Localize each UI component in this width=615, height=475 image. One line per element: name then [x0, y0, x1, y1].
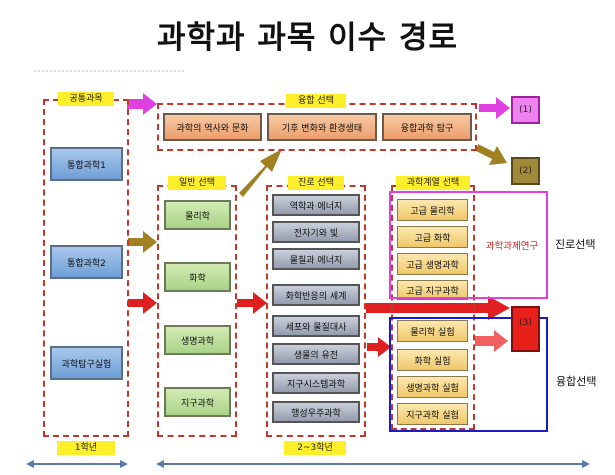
- career-subject-8: 행성우주과학: [272, 401, 360, 423]
- arrow-common-to-general-red: [128, 292, 157, 314]
- arrow-lab-to-3: [475, 330, 508, 352]
- research-label: 과학과제연구: [485, 241, 539, 252]
- arrow-general-to-fusion: [239, 149, 282, 197]
- outcome-3: (3): [511, 306, 540, 352]
- common-label: 공통과목: [58, 92, 114, 106]
- career-choice-frame: [389, 191, 548, 299]
- lab-subject-1: 물리학 실험: [397, 320, 468, 342]
- fusion-subject-1: 과학의 역사와 문화: [163, 113, 262, 141]
- lab-subject-4: 지구과학 실험: [397, 403, 468, 425]
- common-subject-3: 과학탐구실험: [50, 346, 123, 380]
- lab-subject-2: 화학 실험: [397, 349, 468, 371]
- general-subject-3: 생명과학: [164, 325, 231, 355]
- arrow-common-to-fusion: [127, 93, 157, 115]
- career-label: 진로 선택: [288, 176, 344, 190]
- grade1-label: 1학년: [57, 441, 115, 455]
- common-subject-1: 통합과학1: [50, 147, 123, 181]
- arrow-career-to-3: [366, 296, 510, 320]
- career-subject-4: 화학반응의 세계: [272, 284, 360, 306]
- career-choice-side-label: 진로선택: [555, 238, 596, 251]
- grade23-left-head: [156, 460, 164, 468]
- advanced-subject-2: 고급 화학: [397, 226, 468, 248]
- advanced-subject-4: 고급 지구과학: [397, 280, 468, 300]
- general-subject-1: 물리학: [164, 200, 231, 230]
- arrow-fusion-to-2: [476, 144, 507, 165]
- fusion-label: 융합 선택: [286, 94, 346, 108]
- grade1-left-head: [26, 460, 34, 468]
- arrow-career-to-track: [367, 337, 391, 357]
- general-subject-2: 화학: [164, 262, 231, 292]
- career-subject-6: 생물의 유전: [272, 343, 360, 365]
- arrow-fusion-to-1: [479, 97, 510, 119]
- fusion-choice-side-label: 융합선택: [556, 375, 597, 388]
- advanced-subject-3: 고급 생명과학: [397, 253, 468, 275]
- arrow-general-to-career: [237, 292, 267, 314]
- fusion-subject-2: 기후 변화와 환경생태: [267, 113, 377, 141]
- career-subject-1: 역학과 에너지: [272, 194, 360, 216]
- career-subject-7: 지구시스템과학: [272, 372, 360, 394]
- grade23-label: 2~3학년: [284, 441, 346, 455]
- lab-subject-3: 생명과학 실험: [397, 376, 468, 398]
- arrow-common-to-general-olive: [128, 231, 157, 253]
- fusion-subject-3: 융합과학 탐구: [382, 113, 472, 141]
- common-subject-2: 통합과학2: [50, 245, 123, 279]
- decor-dots: [34, 70, 184, 74]
- grade1-right-head: [120, 460, 128, 468]
- outcome-1: (1): [511, 96, 540, 124]
- fusion-choice-frame: [389, 317, 548, 432]
- science-track-label: 과학계열 선택: [396, 176, 470, 190]
- career-subject-2: 전자기와 빛: [272, 221, 360, 243]
- career-subject-5: 세포와 물질대사: [272, 315, 360, 337]
- general-subject-4: 지구과학: [164, 387, 231, 417]
- outcome-2: (2): [511, 157, 540, 185]
- advanced-subject-1: 고급 물리학: [397, 199, 468, 221]
- career-subject-3: 물질과 에너지: [272, 248, 360, 270]
- grade23-right-head: [582, 460, 590, 468]
- page-title: 과학과 과목 이수 경로: [156, 20, 459, 56]
- general-label: 일반 선택: [168, 176, 226, 190]
